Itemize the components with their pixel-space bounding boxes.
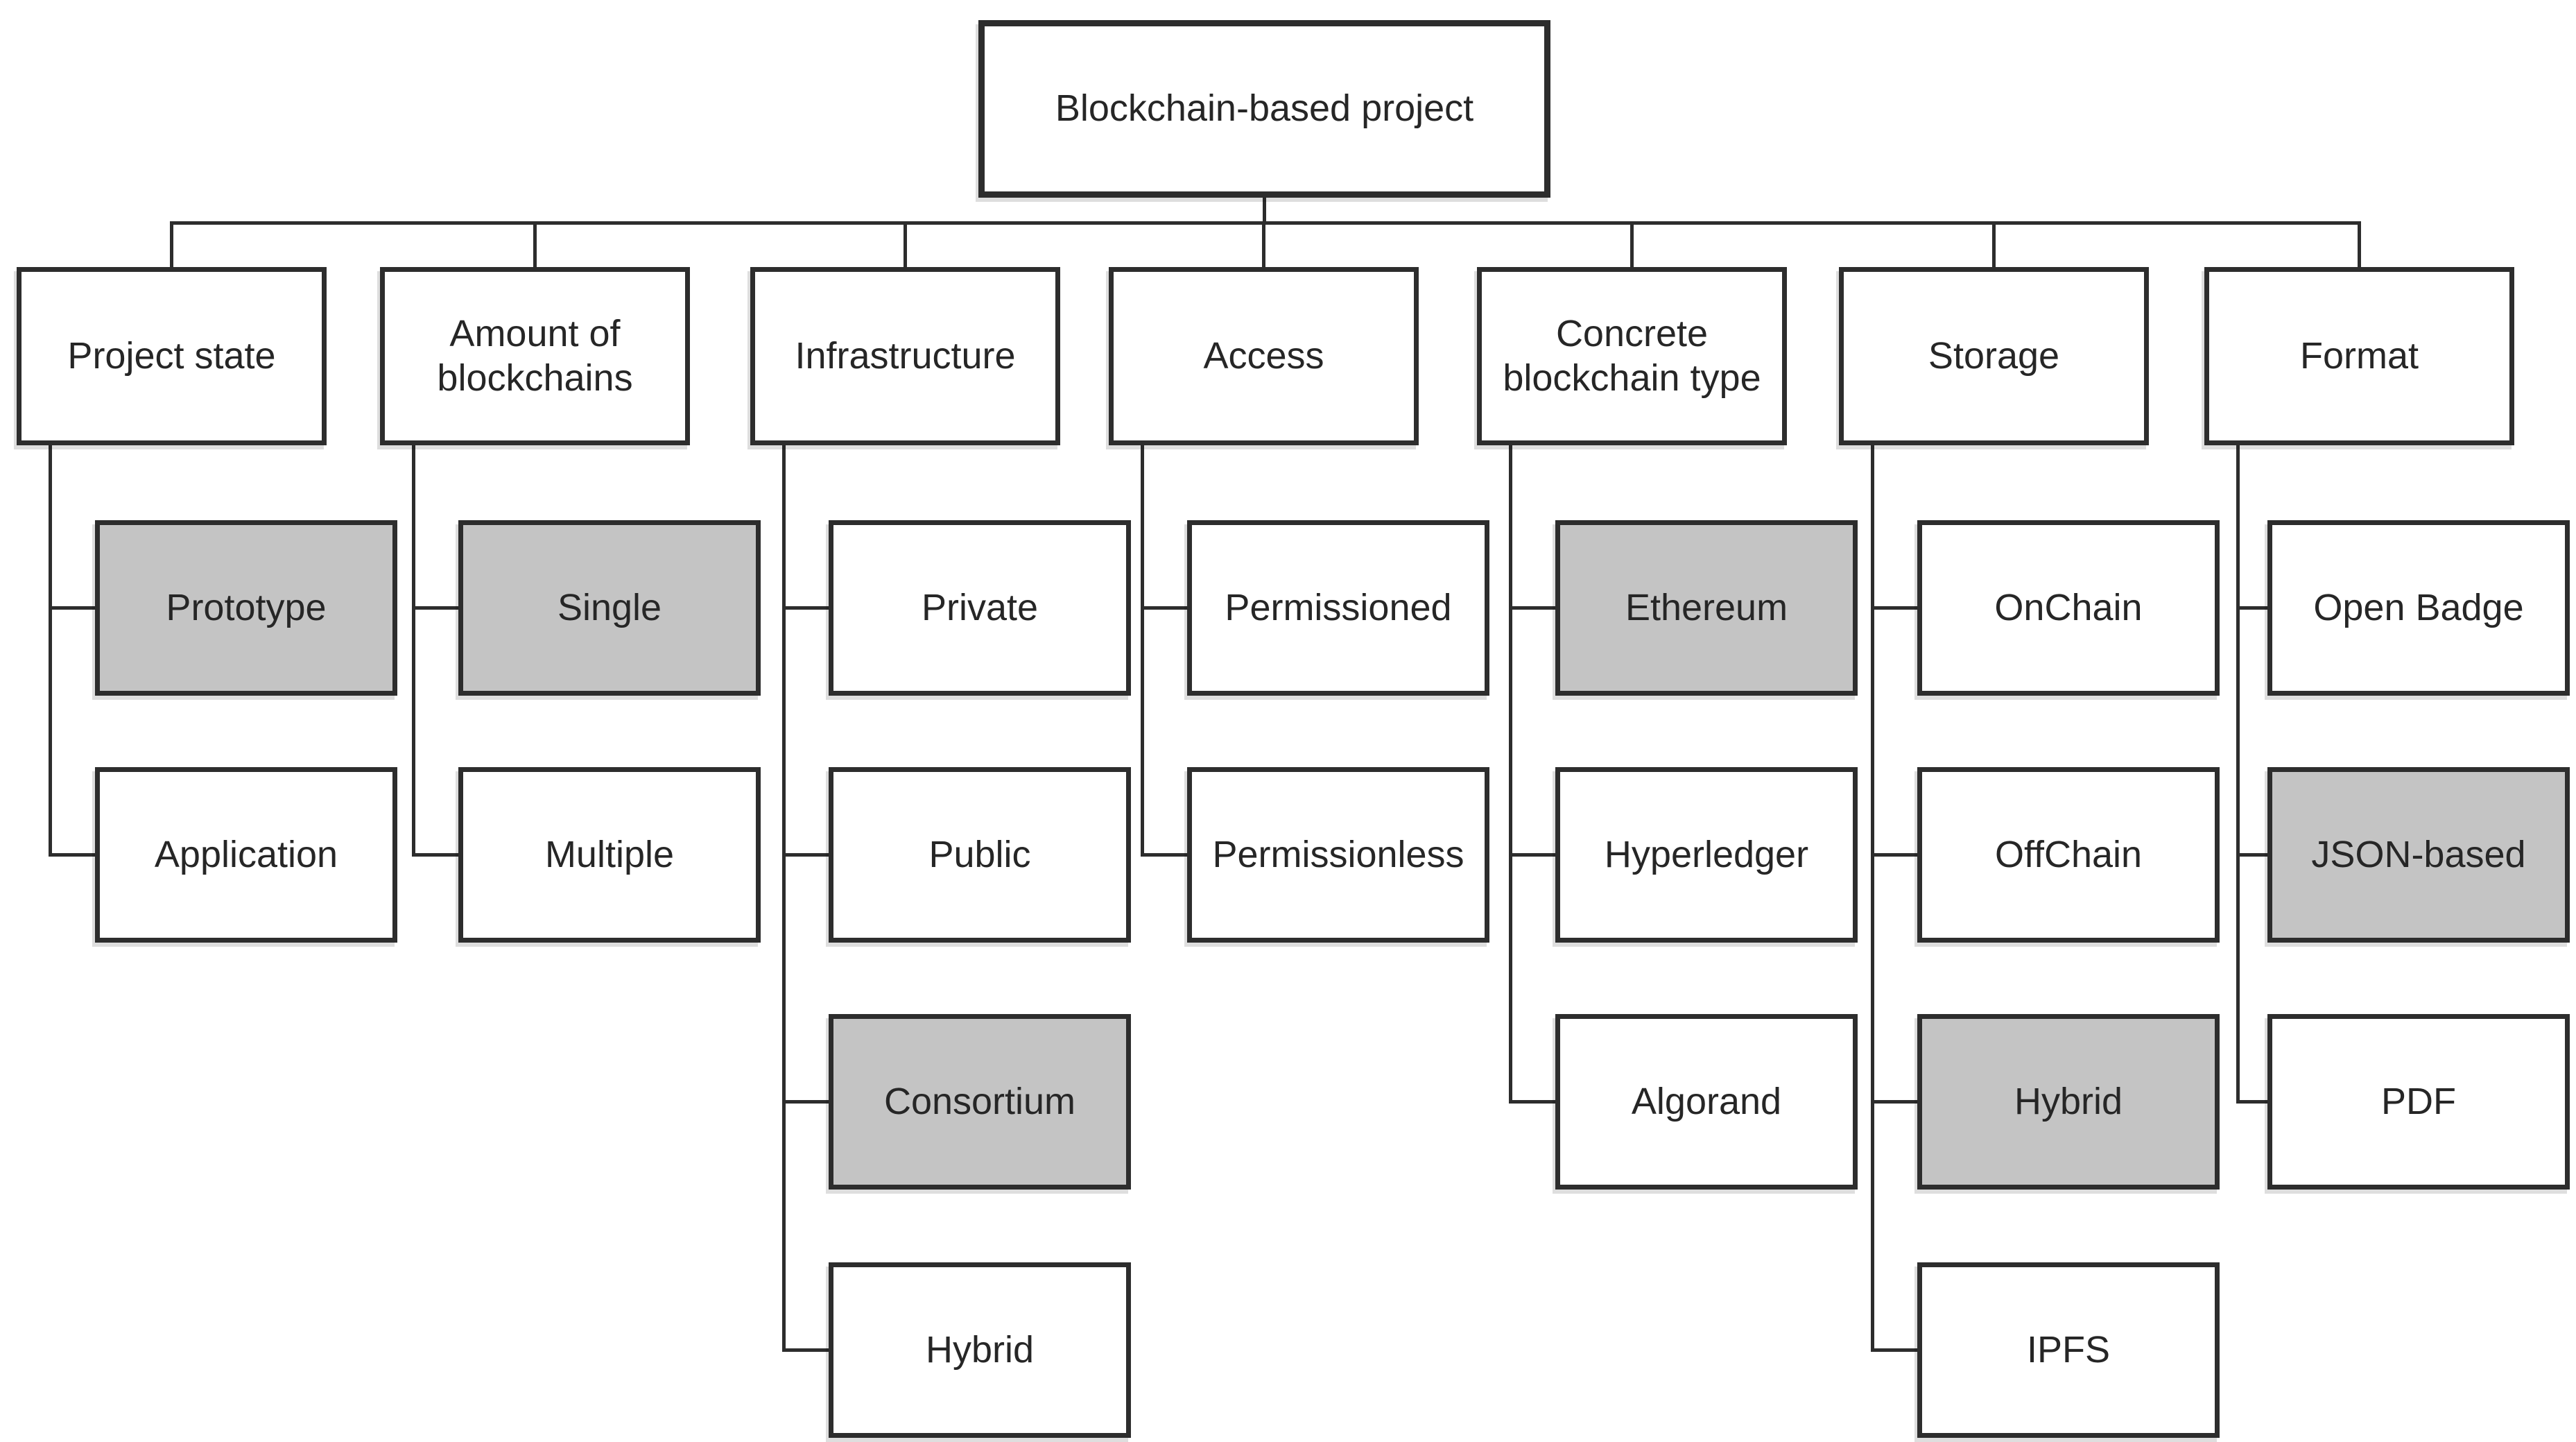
connector-stub-consortium xyxy=(782,1100,829,1104)
connector-top-bus xyxy=(170,221,2361,225)
connector-stub-open-badge xyxy=(2236,606,2267,610)
leaf-onchain: OnChain xyxy=(1917,520,2220,696)
connector-drop-access xyxy=(1262,223,1265,267)
node-amount-of-blockchains: Amount of blockchains xyxy=(380,267,690,445)
leaf-hybrid-storage-label: Hybrid xyxy=(2014,1080,2123,1122)
leaf-prototype-label: Prototype xyxy=(166,586,327,628)
connector-spine-format xyxy=(2236,445,2240,1104)
leaf-permissionless-label: Permissionless xyxy=(1212,833,1464,875)
leaf-multiple-label: Multiple xyxy=(544,833,675,875)
leaf-permissioned: Permissioned xyxy=(1187,520,1489,696)
node-root-label: Blockchain-based project xyxy=(1055,87,1474,130)
node-access-label: Access xyxy=(1203,334,1324,377)
leaf-json-based: JSON-based xyxy=(2267,767,2570,943)
connector-stub-permissioned xyxy=(1141,606,1187,610)
connector-spine-storage xyxy=(1871,445,1874,1352)
connector-spine-access xyxy=(1141,445,1144,857)
leaf-open-badge-label: Open Badge xyxy=(2313,586,2524,628)
node-storage-label: Storage xyxy=(1928,334,2060,377)
leaf-algorand: Algorand xyxy=(1555,1014,1858,1190)
leaf-single-label: Single xyxy=(557,586,662,628)
connector-stub-application xyxy=(49,853,95,857)
node-format-label: Format xyxy=(2299,334,2419,377)
leaf-ethereum: Ethereum xyxy=(1555,520,1858,696)
leaf-single: Single xyxy=(458,520,761,696)
leaf-pdf-label: PDF xyxy=(2381,1080,2456,1122)
connector-root-stem xyxy=(1263,198,1266,224)
node-concrete-blockchain-type: Concrete blockchain type xyxy=(1477,267,1787,445)
connector-drop-project-state xyxy=(170,223,173,267)
leaf-pdf: PDF xyxy=(2267,1014,2570,1190)
node-infrastructure-label: Infrastructure xyxy=(795,334,1016,377)
leaf-private: Private xyxy=(829,520,1131,696)
connector-spine-project-state xyxy=(49,445,52,857)
leaf-hybrid-infrastructure: Hybrid xyxy=(829,1262,1131,1438)
connector-stub-hyperledger xyxy=(1509,853,1555,857)
connector-stub-algorand xyxy=(1509,1100,1555,1104)
connector-spine-amount-of-blockchains xyxy=(412,445,415,857)
leaf-hybrid-storage: Hybrid xyxy=(1917,1014,2220,1190)
leaf-algorand-label: Algorand xyxy=(1631,1080,1782,1122)
node-project-state-label: Project state xyxy=(67,334,276,377)
connector-stub-onchain xyxy=(1871,606,1917,610)
connector-stub-single xyxy=(412,606,458,610)
node-root: Blockchain-based project xyxy=(978,20,1550,198)
node-format: Format xyxy=(2204,267,2514,445)
connector-drop-infrastructure xyxy=(904,223,907,267)
leaf-hyperledger: Hyperledger xyxy=(1555,767,1858,943)
leaf-consortium: Consortium xyxy=(829,1014,1131,1190)
leaf-onchain-label: OnChain xyxy=(1994,586,2143,628)
leaf-offchain-label: OffChain xyxy=(1994,833,2143,875)
leaf-application: Application xyxy=(95,767,397,943)
connector-stub-offchain xyxy=(1871,853,1917,857)
leaf-json-based-label: JSON-based xyxy=(2311,833,2526,875)
node-concrete-blockchain-type-label: Concrete blockchain type xyxy=(1503,312,1761,399)
leaf-hyperledger-label: Hyperledger xyxy=(1604,833,1809,875)
connector-stub-multiple xyxy=(412,853,458,857)
leaf-permissioned-label: Permissioned xyxy=(1225,586,1452,628)
leaf-public-label: Public xyxy=(928,833,1031,875)
connector-spine-infrastructure xyxy=(782,445,786,1352)
connector-stub-pdf xyxy=(2236,1100,2267,1104)
connector-drop-concrete-blockchain-type xyxy=(1630,223,1634,267)
connector-drop-format xyxy=(2358,223,2361,267)
node-project-state: Project state xyxy=(17,267,327,445)
leaf-offchain: OffChain xyxy=(1917,767,2220,943)
leaf-prototype: Prototype xyxy=(95,520,397,696)
connector-spine-concrete-blockchain-type xyxy=(1509,445,1512,1104)
connector-stub-public xyxy=(782,853,829,857)
connector-stub-private xyxy=(782,606,829,610)
leaf-application-label: Application xyxy=(154,833,338,875)
leaf-consortium-label: Consortium xyxy=(883,1080,1076,1122)
connector-stub-permissionless xyxy=(1141,853,1187,857)
node-infrastructure: Infrastructure xyxy=(750,267,1060,445)
node-access: Access xyxy=(1109,267,1419,445)
leaf-open-badge: Open Badge xyxy=(2267,520,2570,696)
node-amount-of-blockchains-label: Amount of blockchains xyxy=(437,312,633,399)
connector-stub-ipfs xyxy=(1871,1348,1917,1352)
leaf-public: Public xyxy=(829,767,1131,943)
connector-drop-storage xyxy=(1992,223,1996,267)
connector-stub-ethereum xyxy=(1509,606,1555,610)
leaf-multiple: Multiple xyxy=(458,767,761,943)
node-storage: Storage xyxy=(1839,267,2149,445)
leaf-permissionless: Permissionless xyxy=(1187,767,1489,943)
leaf-ethereum-label: Ethereum xyxy=(1625,586,1788,628)
leaf-private-label: Private xyxy=(921,586,1039,628)
connector-stub-hybrid-infrastructure xyxy=(782,1348,829,1352)
connector-stub-json-based xyxy=(2236,853,2267,857)
leaf-ipfs-label: IPFS xyxy=(2026,1328,2111,1371)
connector-stub-prototype xyxy=(49,606,95,610)
connector-drop-amount-of-blockchains xyxy=(533,223,537,267)
leaf-hybrid-infrastructure-label: Hybrid xyxy=(925,1328,1035,1371)
leaf-ipfs: IPFS xyxy=(1917,1262,2220,1438)
connector-stub-hybrid-storage xyxy=(1871,1100,1917,1104)
